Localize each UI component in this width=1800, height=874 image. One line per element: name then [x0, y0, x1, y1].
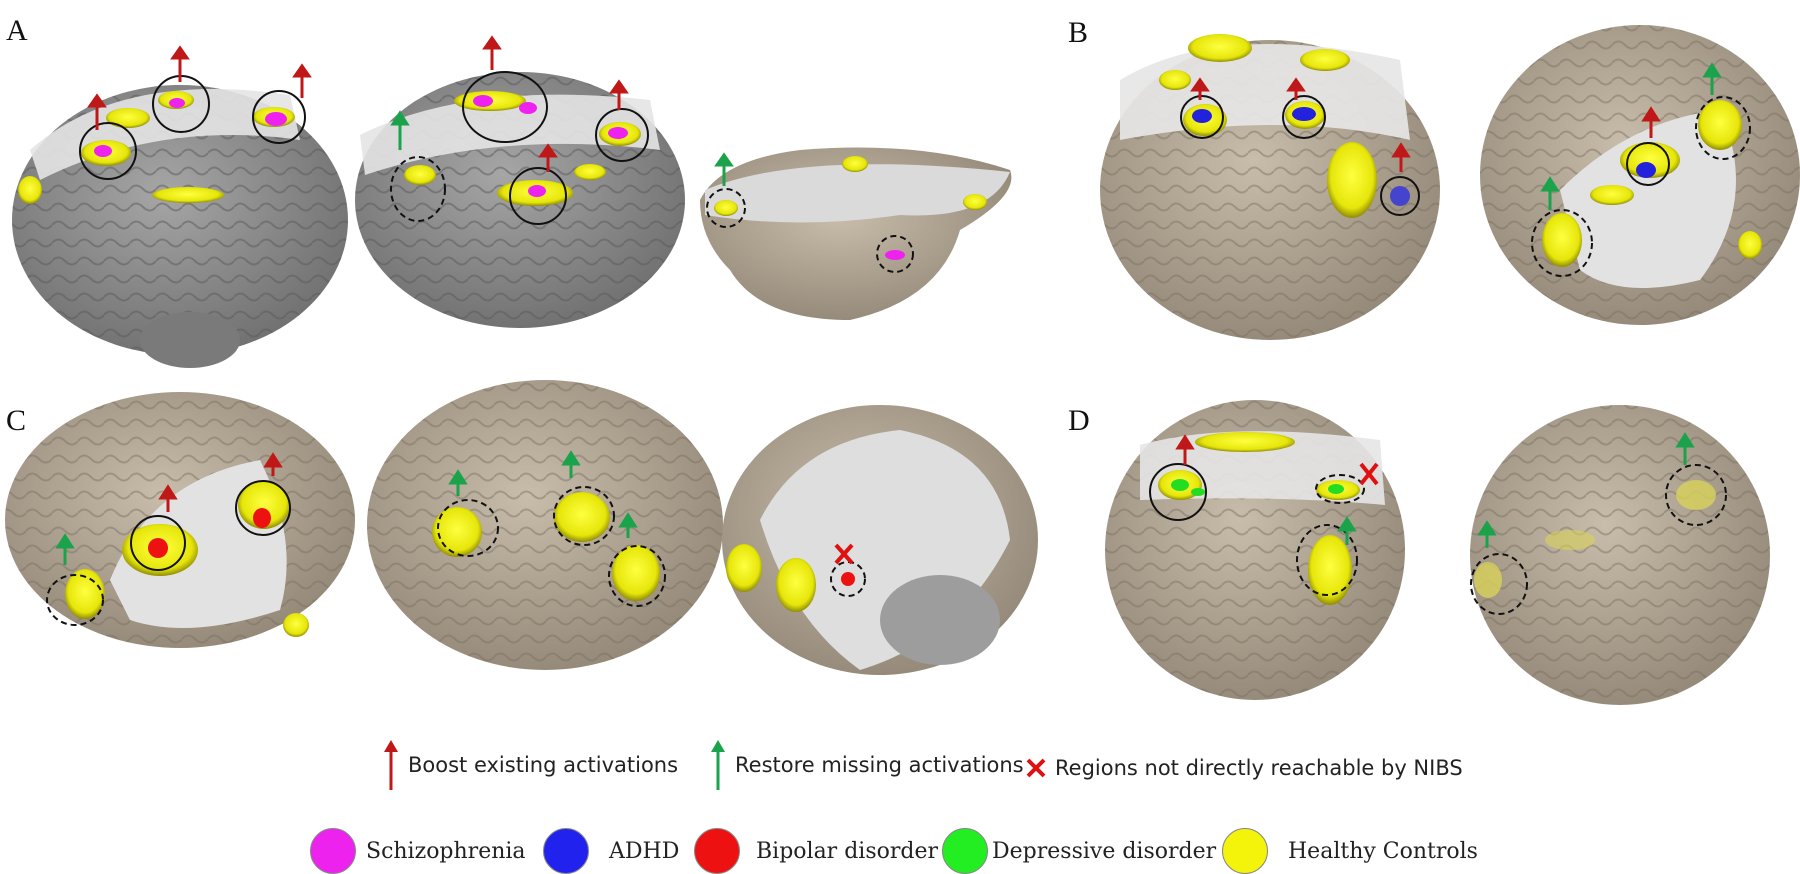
legend-restore: Restore missing activations — [709, 738, 1024, 792]
panel-a-activations — [18, 91, 987, 260]
legend-healthy: Healthy Controls — [1222, 828, 1478, 874]
legend-schizophrenia: Schizophrenia — [310, 828, 526, 874]
panel-b-brain-1 — [1100, 40, 1440, 340]
schizophrenia-color-swatch — [310, 828, 356, 874]
legend-bipolar-label: Bipolar disorder — [756, 838, 938, 864]
depressive-color-swatch — [942, 828, 988, 874]
legend-adhd-label: ADHD — [609, 838, 680, 864]
red-up-arrow-icon — [384, 740, 398, 790]
panel-c-brain-3 — [722, 405, 1038, 675]
panel-b-activations — [1159, 34, 1762, 267]
healthy-color-swatch — [1222, 828, 1268, 874]
red-x-icon — [1026, 758, 1046, 778]
legend-boost-label: Boost existing activations — [408, 753, 679, 777]
panel-d-activations — [1158, 432, 1716, 605]
panel-label-b: B — [1068, 16, 1089, 49]
panel-d-arrows — [1175, 432, 1695, 548]
panel-b-arrows — [1190, 62, 1722, 210]
adhd-color-swatch — [543, 828, 589, 874]
green-up-arrow-icon — [711, 740, 725, 790]
legend-bipolar: Bipolar disorder — [694, 828, 938, 874]
panel-c-brain-2 — [367, 380, 723, 670]
bipolar-color-swatch — [694, 828, 740, 874]
panel-label-d: D — [1068, 404, 1090, 437]
panel-d-brain-2 — [1470, 405, 1770, 705]
legend-unreachable: Regions not directly reachable by NIBS — [1025, 756, 1463, 780]
legend-depressive-label: Depressive disorder — [992, 838, 1217, 864]
legend-unreachable-label: Regions not directly reachable by NIBS — [1055, 756, 1463, 780]
legend-depressive: Depressive disorder — [942, 828, 1216, 874]
panel-c-brain-1 — [5, 392, 355, 648]
panel-c-arrows — [55, 450, 854, 565]
panel-label-c: C — [6, 404, 27, 437]
panel-a-arrows — [87, 35, 734, 186]
legend-adhd: ADHD — [543, 828, 679, 874]
legend-boost: Boost existing activations — [382, 738, 678, 792]
panel-a-brain-1 — [12, 85, 348, 368]
legend-schizophrenia-label: Schizophrenia — [366, 838, 526, 864]
legend-healthy-label: Healthy Controls — [1288, 838, 1478, 864]
legend-restore-label: Restore missing activations — [735, 753, 1024, 777]
panel-a-brain-3 — [700, 147, 1012, 320]
panel-label-a: A — [6, 14, 28, 47]
